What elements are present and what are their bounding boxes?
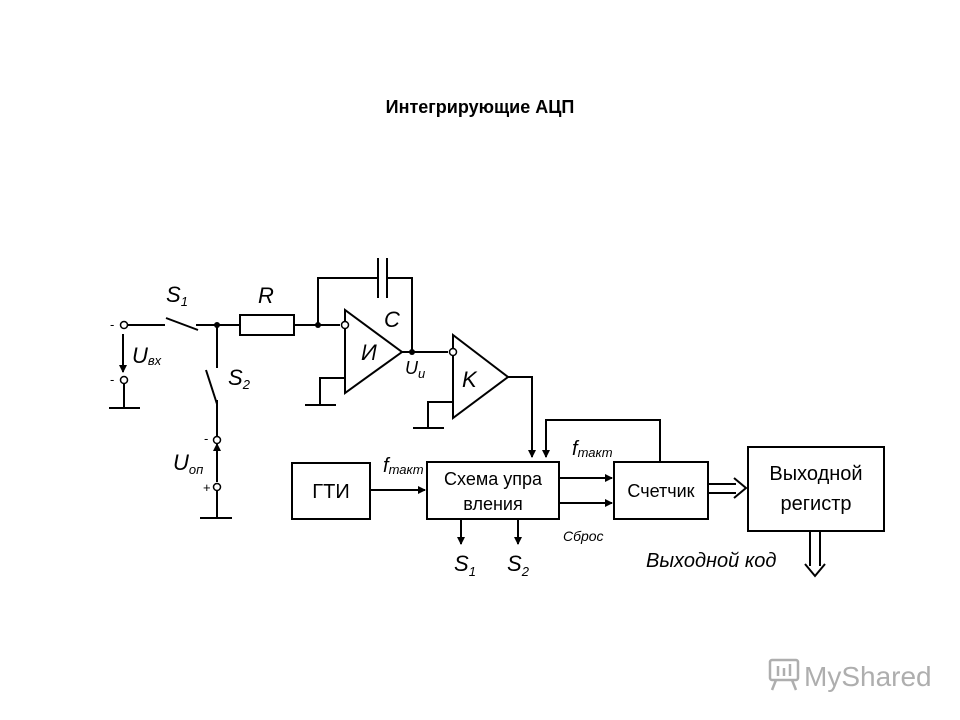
comparator-label: K: [462, 367, 478, 392]
input-terminal-top: [119, 320, 129, 330]
comparator-ground-wire: [427, 401, 453, 428]
integrator-label: И: [361, 340, 377, 365]
comparator-inverting-input: [448, 347, 458, 357]
control-block: [426, 461, 560, 520]
integrator-inverting-input: [340, 320, 350, 330]
out-bus-arrowhead: [804, 563, 826, 578]
watermark: MyShared: [768, 658, 932, 692]
watermark-text: MyShared: [804, 661, 932, 692]
u-in-label: Uвх: [132, 343, 162, 368]
f-clock-label-1: fтакт: [383, 455, 424, 477]
u-int-label: Uи: [405, 358, 425, 381]
input-minus-bottom: -: [110, 372, 114, 387]
node-junction-2: [315, 322, 321, 328]
comparator-out-wire: [508, 376, 536, 458]
capacitor-label: C: [384, 307, 400, 332]
input-terminal-bottom: [119, 375, 129, 385]
node-junction-3: [409, 349, 415, 355]
gti-label: ГТИ: [312, 481, 349, 503]
presentation-board-icon: [768, 658, 800, 691]
out-s1-label: S1: [454, 551, 476, 579]
feedback-wire-left: [317, 277, 378, 325]
counter-label: Счетчик: [627, 481, 694, 501]
s2-label: S2: [228, 365, 251, 392]
ref-minus: -: [204, 431, 208, 446]
reset-label: Сброс: [563, 528, 604, 544]
ref-terminal-top: [212, 435, 222, 445]
resistor-r: [239, 314, 295, 336]
switch-s1-blade: [165, 317, 199, 331]
u-ref-label: Uоп: [173, 450, 203, 477]
gti-block: [291, 462, 371, 520]
counter-feedback-wire: [542, 419, 661, 462]
out-s2-label: S2: [507, 551, 530, 579]
control-label-line2: вления: [463, 494, 522, 514]
output-code-label: Выходной код: [646, 550, 776, 572]
resistor-label: R: [258, 283, 274, 308]
feedback-wire-right: [387, 277, 413, 352]
control-label-line1: Схема упра: [444, 469, 543, 489]
bus-arrowhead: [733, 477, 748, 499]
switch-s2-blade: [205, 369, 218, 405]
register-block: [747, 446, 885, 532]
f-clock-label-2: fтакт: [572, 438, 613, 460]
ref-terminal-bottom: [212, 482, 222, 492]
node-junction-1: [214, 322, 220, 328]
register-label-line2: регистр: [781, 493, 852, 515]
integrator-ground-wire: [319, 377, 345, 405]
s1-label: S1: [166, 282, 188, 309]
ref-plus: +: [203, 480, 211, 495]
page-title: Интегрирующие АЦП: [385, 97, 575, 117]
comparator-amp: [452, 332, 510, 420]
register-label-line1: Выходной: [769, 463, 862, 485]
integrator-amp: [344, 308, 404, 395]
input-minus-top: -: [110, 317, 114, 332]
counter-block: [613, 461, 709, 520]
